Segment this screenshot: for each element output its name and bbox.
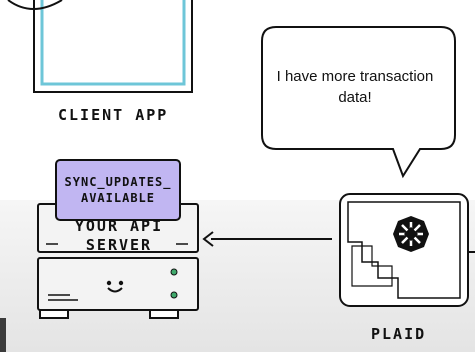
speech-bubble-text: I have more transaction data!	[276, 68, 434, 106]
plaid-label: PLAID	[371, 325, 427, 343]
plaid-device	[339, 193, 475, 307]
webhook-message-card: SYNC_UPDATES_ AVAILABLE	[55, 159, 181, 221]
speech-bubble	[261, 26, 456, 179]
plaid-logo-icon	[393, 216, 429, 252]
edge-strip	[0, 318, 6, 352]
client-app-label: CLIENT APP	[58, 106, 169, 124]
server-smile-face	[106, 280, 124, 293]
api-server-label: YOUR API SERVER	[44, 217, 194, 255]
webhook-line1: SYNC_UPDATES_	[64, 175, 172, 189]
webhook-line2: AVAILABLE	[80, 191, 156, 205]
status-light-bottom	[170, 291, 178, 299]
api-server-label-line1: YOUR API	[74, 217, 164, 235]
client-app-notch	[7, 0, 63, 10]
client-app-device	[7, 0, 193, 93]
status-light-top	[170, 268, 178, 276]
api-server-label-line2: SERVER	[85, 236, 153, 254]
api-server-lower	[37, 257, 199, 319]
webhook-arrow	[202, 231, 332, 247]
